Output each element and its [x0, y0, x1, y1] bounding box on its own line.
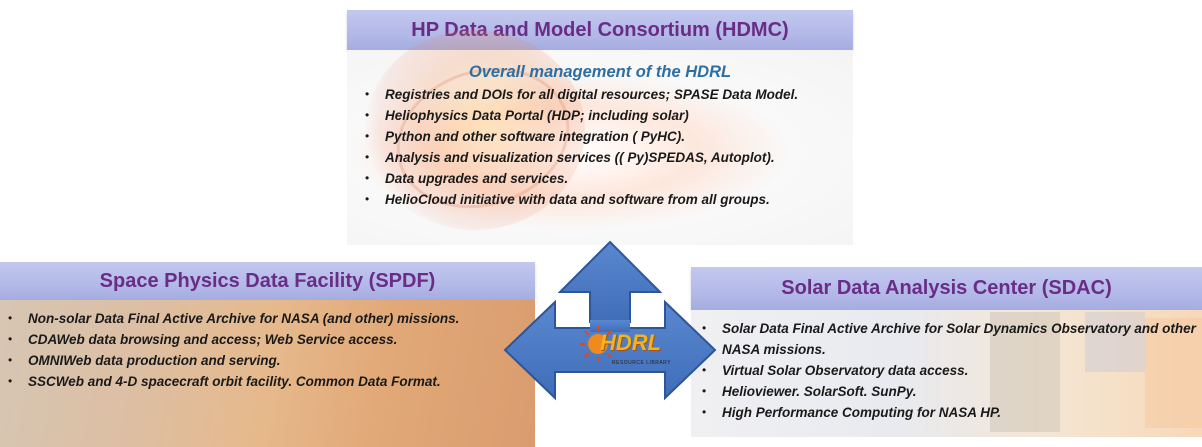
hdmc-subtitle: Overall management of the HDRL [468, 63, 732, 81]
bullet-icon: • [8, 353, 13, 367]
bullet-icon: • [702, 405, 707, 419]
list-item: • CDAWeb data browsing and access; Web Se… [6, 329, 526, 350]
three-way-arrow-icon [503, 240, 717, 401]
hdmc-panel [347, 50, 853, 245]
bullet-icon: • [365, 171, 370, 185]
sdac-header: Solar Data Analysis Center (SDAC) [691, 267, 1202, 310]
arrow-horizontal-icon [503, 299, 717, 401]
list-item-text: Python and other software integration ( … [385, 129, 686, 144]
list-item: • Non-solar Data Final Active Archive for… [6, 308, 526, 329]
hdrl-logo-icon [580, 326, 616, 362]
logo-text: HDRL [600, 330, 662, 355]
arrow-up-icon [557, 240, 663, 323]
bullet-icon: • [365, 87, 370, 101]
list-item-text: Registries and DOIs for all digital reso… [385, 87, 799, 102]
hdmc-title: HP Data and Model Consortium (HDMC) [411, 18, 789, 41]
sdac-list: • Solar Data Final Active Archive for Sol… [700, 318, 1200, 423]
list-item-text: Analysis and visualization services (( P… [385, 150, 775, 165]
spdf-title: Space Physics Data Facility (SPDF) [99, 269, 436, 292]
hdmc-list: • Registries and DOIs for all digital res… [363, 84, 843, 210]
list-item: • Virtual Solar Observatory data access. [700, 360, 1200, 381]
hdmc-header: HP Data and Model Consortium (HDMC) [347, 10, 853, 50]
bullet-icon: • [8, 311, 13, 325]
list-item-text: Data upgrades and services. [385, 171, 569, 186]
bullet-icon: • [365, 150, 370, 164]
list-item-text: High Performance Computing for NASA HP. [722, 405, 1002, 420]
list-item-text: OMNIWeb data production and serving. [28, 353, 281, 368]
bullet-icon: • [365, 129, 370, 143]
solar-image-tile [990, 312, 1060, 432]
list-item-text: HelioCloud initiative with data and soft… [385, 192, 770, 207]
list-item-text: Non-solar Data Final Active Archive for … [28, 311, 460, 326]
sdac-title: Solar Data Analysis Center (SDAC) [781, 277, 1112, 299]
list-item: • Helioviewer. SolarSoft. SunPy. [700, 381, 1200, 402]
list-item: • Data upgrades and services. [363, 168, 843, 189]
spdf-list: • Non-solar Data Final Active Archive for… [6, 308, 526, 392]
bullet-icon: • [702, 384, 707, 398]
bullet-icon: • [702, 363, 707, 377]
bullet-icon: • [702, 321, 707, 335]
list-item-text: SSCWeb and 4-D spacecraft orbit facility… [28, 374, 441, 389]
list-item-text: CDAWeb data browsing and access; Web Ser… [28, 332, 398, 347]
sdac-panel [691, 310, 1202, 437]
list-item: • Heliophysics Data Portal (HDP; includin… [363, 105, 843, 126]
spdf-header: Space Physics Data Facility (SPDF) [0, 262, 535, 300]
list-item: • Solar Data Final Active Archive for Sol… [700, 318, 1200, 360]
logo-subtext: RESOURCE LIBRARY [612, 360, 672, 366]
list-item-text: Heliophysics Data Portal (HDP; including… [385, 108, 689, 123]
list-item: • SSCWeb and 4-D spacecraft orbit facilit… [6, 371, 526, 392]
list-item: • Python and other software integration (… [363, 126, 843, 147]
bullet-icon: • [365, 192, 370, 206]
spdf-panel [0, 300, 535, 447]
list-item-text: Solar Data Final Active Archive for Sola… [722, 321, 1196, 357]
list-item: • OMNIWeb data production and serving. [6, 350, 526, 371]
bullet-icon: • [365, 108, 370, 122]
bullet-icon: • [8, 374, 13, 388]
solar-image-tile [1145, 318, 1202, 428]
bullet-icon: • [8, 332, 13, 346]
list-item: • HelioCloud initiative with data and sof… [363, 189, 843, 210]
list-item-text: Virtual Solar Observatory data access. [722, 363, 969, 378]
list-item: • Analysis and visualization services (( … [363, 147, 843, 168]
list-item: • Registries and DOIs for all digital res… [363, 84, 843, 105]
sun-graphic [365, 30, 585, 230]
list-item: • High Performance Computing for NASA HP. [700, 402, 1200, 423]
solar-image-tile [1085, 312, 1145, 372]
list-item-text: Helioviewer. SolarSoft. SunPy. [722, 384, 917, 399]
